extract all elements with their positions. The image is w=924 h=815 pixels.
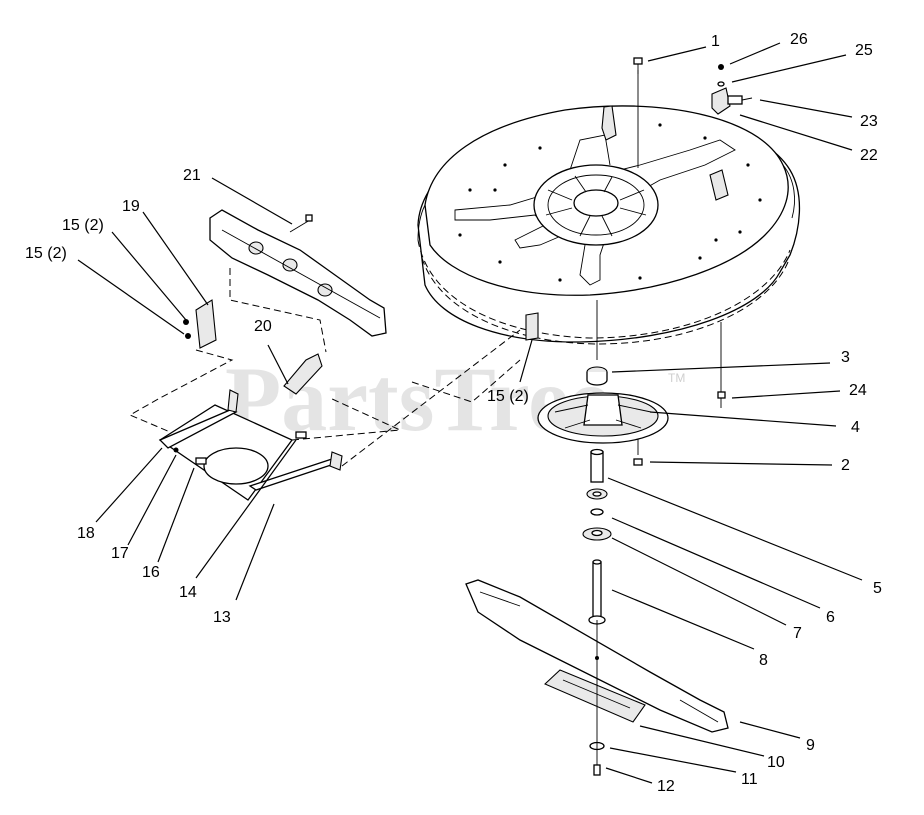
callout-24: 24 [849, 382, 867, 399]
callout-9: 9 [806, 737, 815, 754]
callout-13: 13 [213, 609, 231, 626]
part-10-plate [544, 669, 646, 723]
callout-4: 4 [851, 419, 860, 436]
leader-lines [77, 42, 863, 784]
lift-arm-assembly [209, 209, 387, 337]
part-8-hub [582, 527, 612, 541]
part-15-nut-b [185, 333, 191, 339]
callout-15-b: 15 (2) [25, 245, 67, 262]
part-21-pin [289, 214, 313, 233]
callout-5: 5 [873, 580, 882, 597]
part-17-nut [173, 447, 179, 453]
part-5-sleeve [590, 448, 604, 483]
watermark: PartsTree TM [225, 348, 685, 450]
watermark-text: PartsTree [225, 348, 610, 450]
part-14-bolt [295, 431, 307, 439]
callout-2: 2 [841, 457, 850, 474]
watermark-tm: TM [668, 371, 685, 385]
part-16-bolt [195, 457, 207, 465]
part-7-washer [590, 508, 604, 516]
mower-deck [417, 105, 801, 345]
callout-7: 7 [793, 625, 802, 642]
callout-1: 1 [711, 33, 720, 50]
callout-20: 20 [254, 318, 272, 335]
part-24-bolt [717, 391, 726, 408]
callout-15-a: 15 (2) [62, 217, 104, 234]
part-22-26-hardware [711, 64, 753, 115]
callout-16: 16 [142, 564, 160, 581]
callout-21: 21 [183, 167, 201, 184]
callout-14: 14 [179, 584, 197, 601]
part-3-bearing [586, 366, 608, 386]
part-2-nut [633, 458, 643, 466]
callout-6: 6 [826, 609, 835, 626]
part-12-bolt [593, 740, 601, 776]
part-9-spindle-shaft [588, 559, 606, 625]
callout-10: 10 [767, 754, 785, 771]
callout-15-c: 15 (2) [487, 388, 529, 405]
callout-3: 3 [841, 349, 850, 366]
part-4-spindle-housing [537, 392, 669, 444]
callout-26: 26 [790, 31, 808, 48]
callout-22: 22 [860, 147, 878, 164]
callout-11: 11 [741, 771, 758, 788]
callout-18: 18 [77, 525, 95, 542]
callout-17: 17 [111, 545, 129, 562]
part-19-bracket [195, 299, 217, 349]
callout-labels: 1 26 25 23 22 21 19 15 (2) 15 (2) 20 15 … [25, 31, 882, 795]
callout-23: 23 [860, 113, 878, 130]
callout-8: 8 [759, 652, 768, 669]
part-15-nut-a [183, 319, 189, 325]
callout-12: 12 [657, 778, 675, 795]
callout-19: 19 [122, 198, 140, 215]
part-6-bearing [586, 488, 608, 500]
callout-25: 25 [855, 42, 873, 59]
part-20-link [283, 353, 323, 395]
part-1-bolt [633, 57, 643, 74]
